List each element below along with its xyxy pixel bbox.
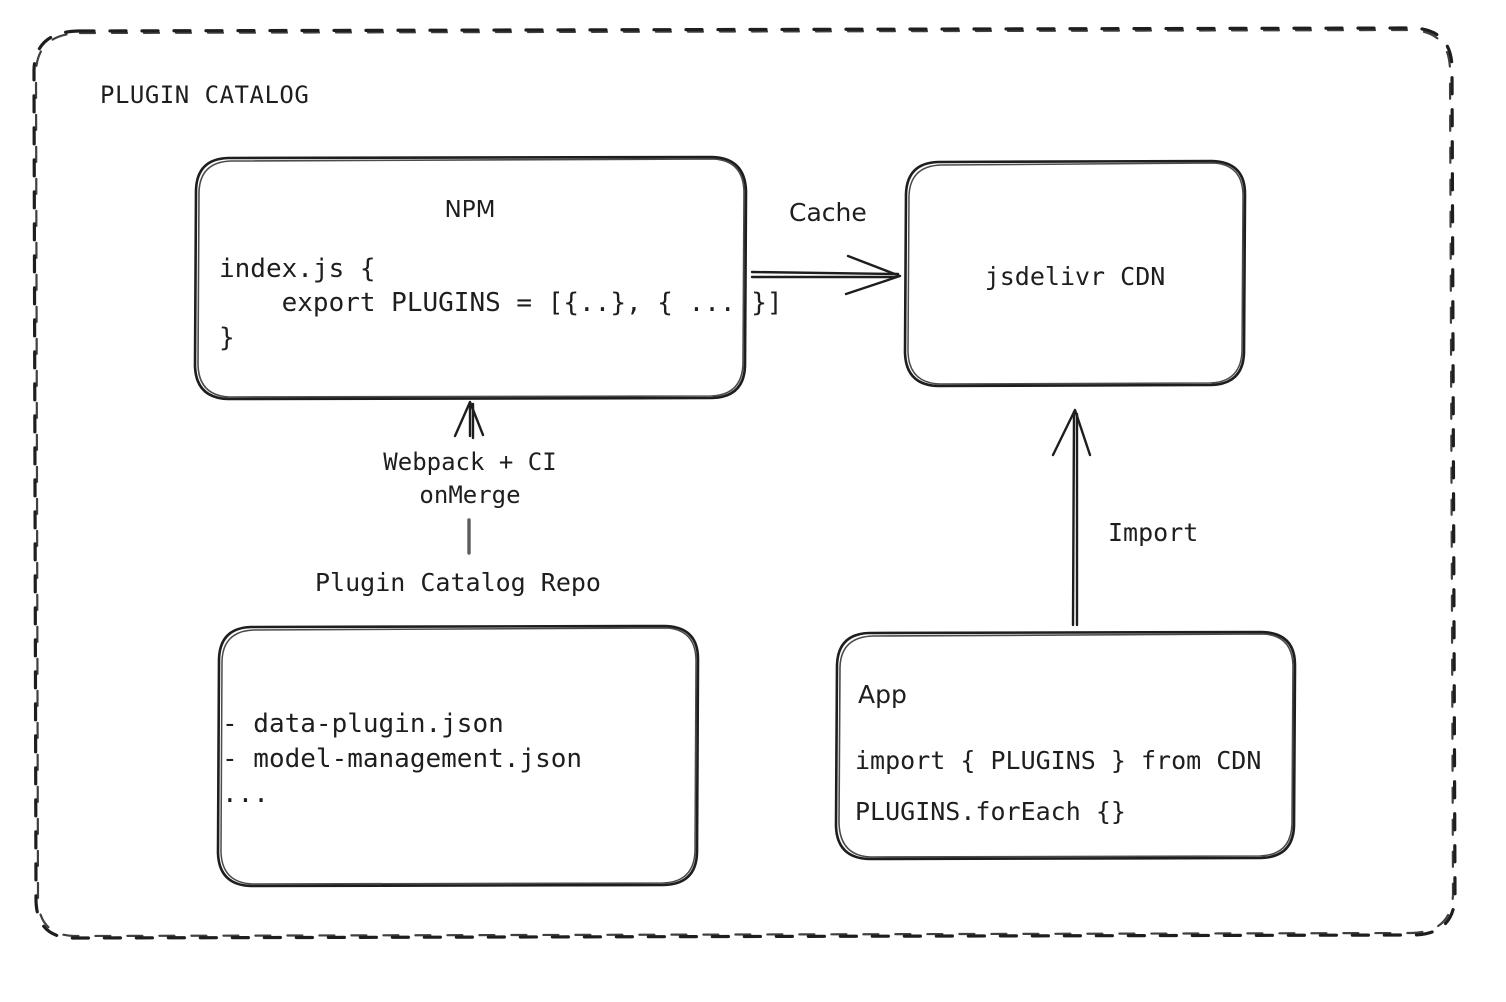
edge-label-cache: Cache: [789, 198, 867, 227]
edge-label-webpack-ci-onmerge: Webpack + CI onMerge: [383, 448, 557, 510]
frame-title: PLUGIN CATALOG: [100, 81, 310, 109]
arrow-app-to-cdn: [1051, 408, 1092, 627]
edge-label-import: Import: [1108, 518, 1199, 547]
npm-node-code: index.js { export PLUGINS = [{..}, { ...…: [219, 254, 783, 353]
repo-node-file-list: - data-plugin.json - model-management.js…: [222, 709, 583, 810]
app-node-code: import { PLUGINS } from CDN PLUGINS.forE…: [855, 746, 1262, 827]
app-node-title: App: [858, 680, 907, 709]
npm-node-title: NPM: [444, 197, 496, 223]
repo-node-caption: Plugin Catalog Repo: [315, 568, 601, 597]
cdn-node-title: jsdelivr CDN: [984, 262, 1166, 291]
